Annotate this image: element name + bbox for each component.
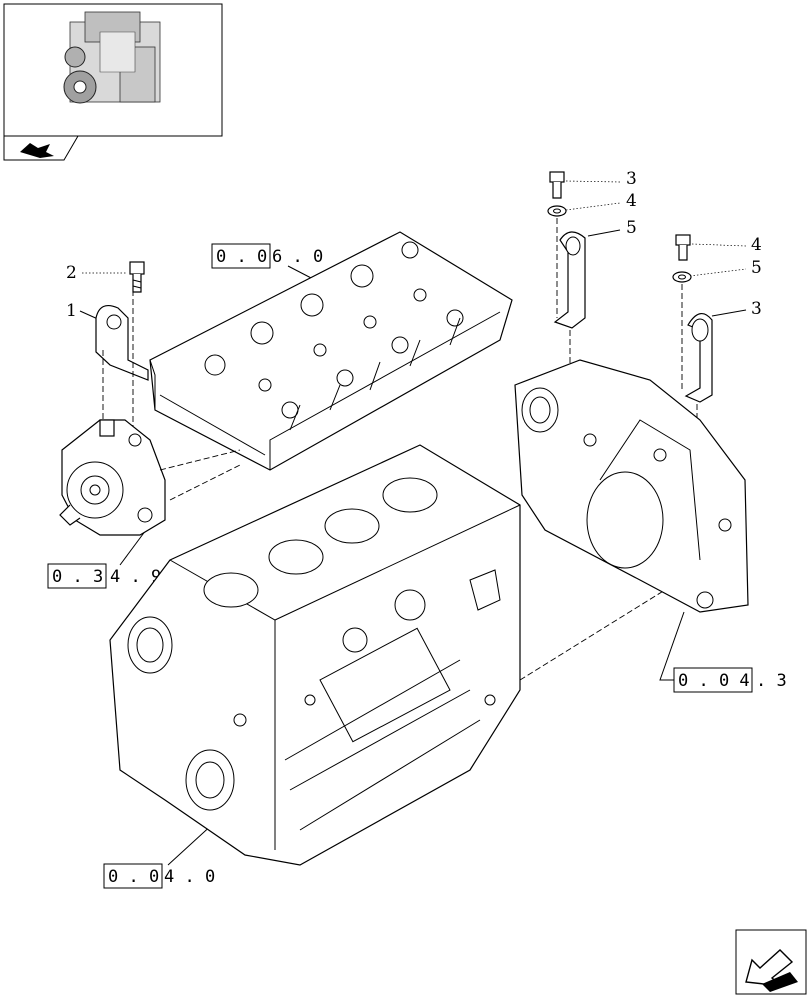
- bolt-2: [129, 261, 145, 293]
- lifting-eye-1: [95, 305, 149, 381]
- callout-5-right: 5: [689, 258, 762, 278]
- lifting-eye-3-top: [553, 231, 586, 329]
- reference-cylinder-head[interactable]: 0 . 0 6 . 0: [211, 243, 323, 281]
- reference-boxed: 0 . 0: [108, 867, 159, 887]
- reference-engine-block[interactable]: 0 . 0 4 . 0: [103, 821, 216, 889]
- callout-3-right: 3: [711, 299, 762, 319]
- engine-thumbnail-icon[interactable]: [3, 3, 223, 137]
- reference-rest: 4 . 0: [164, 867, 215, 887]
- reference-rest: 6 . 0: [272, 247, 323, 267]
- reference-boxed: 0 . 0 4: [678, 671, 750, 691]
- callout-label: 4: [751, 235, 762, 255]
- timing-cover: [514, 359, 749, 613]
- callout-label: 5: [751, 258, 762, 278]
- callout-2: 2: [66, 263, 126, 283]
- water-pump: [59, 419, 166, 536]
- section-arrow-icon[interactable]: [3, 135, 79, 161]
- callout-label: 3: [751, 299, 762, 319]
- callout-label: 3: [626, 169, 637, 189]
- callout-label: 5: [626, 218, 637, 238]
- engine-block: [109, 444, 521, 866]
- callout-5-top: 4: [565, 191, 637, 211]
- washer-5-top: [547, 205, 567, 217]
- callout-3-top: 5: [587, 218, 637, 238]
- reference-rest: 4 . 9: [110, 567, 161, 587]
- callout-4-top: 3: [565, 169, 637, 189]
- callout-1: 1: [66, 301, 101, 321]
- callout-label: 1: [66, 301, 77, 321]
- cylinder-head: [149, 231, 513, 471]
- next-page-arrow-icon[interactable]: [735, 929, 807, 995]
- bolt-4-right: [675, 234, 691, 261]
- lifting-eye-3-right: [684, 313, 713, 403]
- reference-timing-cover[interactable]: 0 . 0 4 . 3: [659, 611, 787, 693]
- reference-water-pump[interactable]: 0 . 3 4 . 9: [47, 529, 161, 589]
- bolt-4-top: [549, 171, 565, 199]
- callout-4-right: 4: [691, 235, 762, 255]
- callout-label: 2: [66, 263, 77, 283]
- washer-5-right: [672, 271, 692, 283]
- reference-rest: . 3: [756, 671, 787, 691]
- reference-boxed: 0 . 3: [52, 567, 103, 587]
- reference-boxed: 0 . 0: [216, 247, 267, 267]
- callout-label: 4: [626, 191, 637, 211]
